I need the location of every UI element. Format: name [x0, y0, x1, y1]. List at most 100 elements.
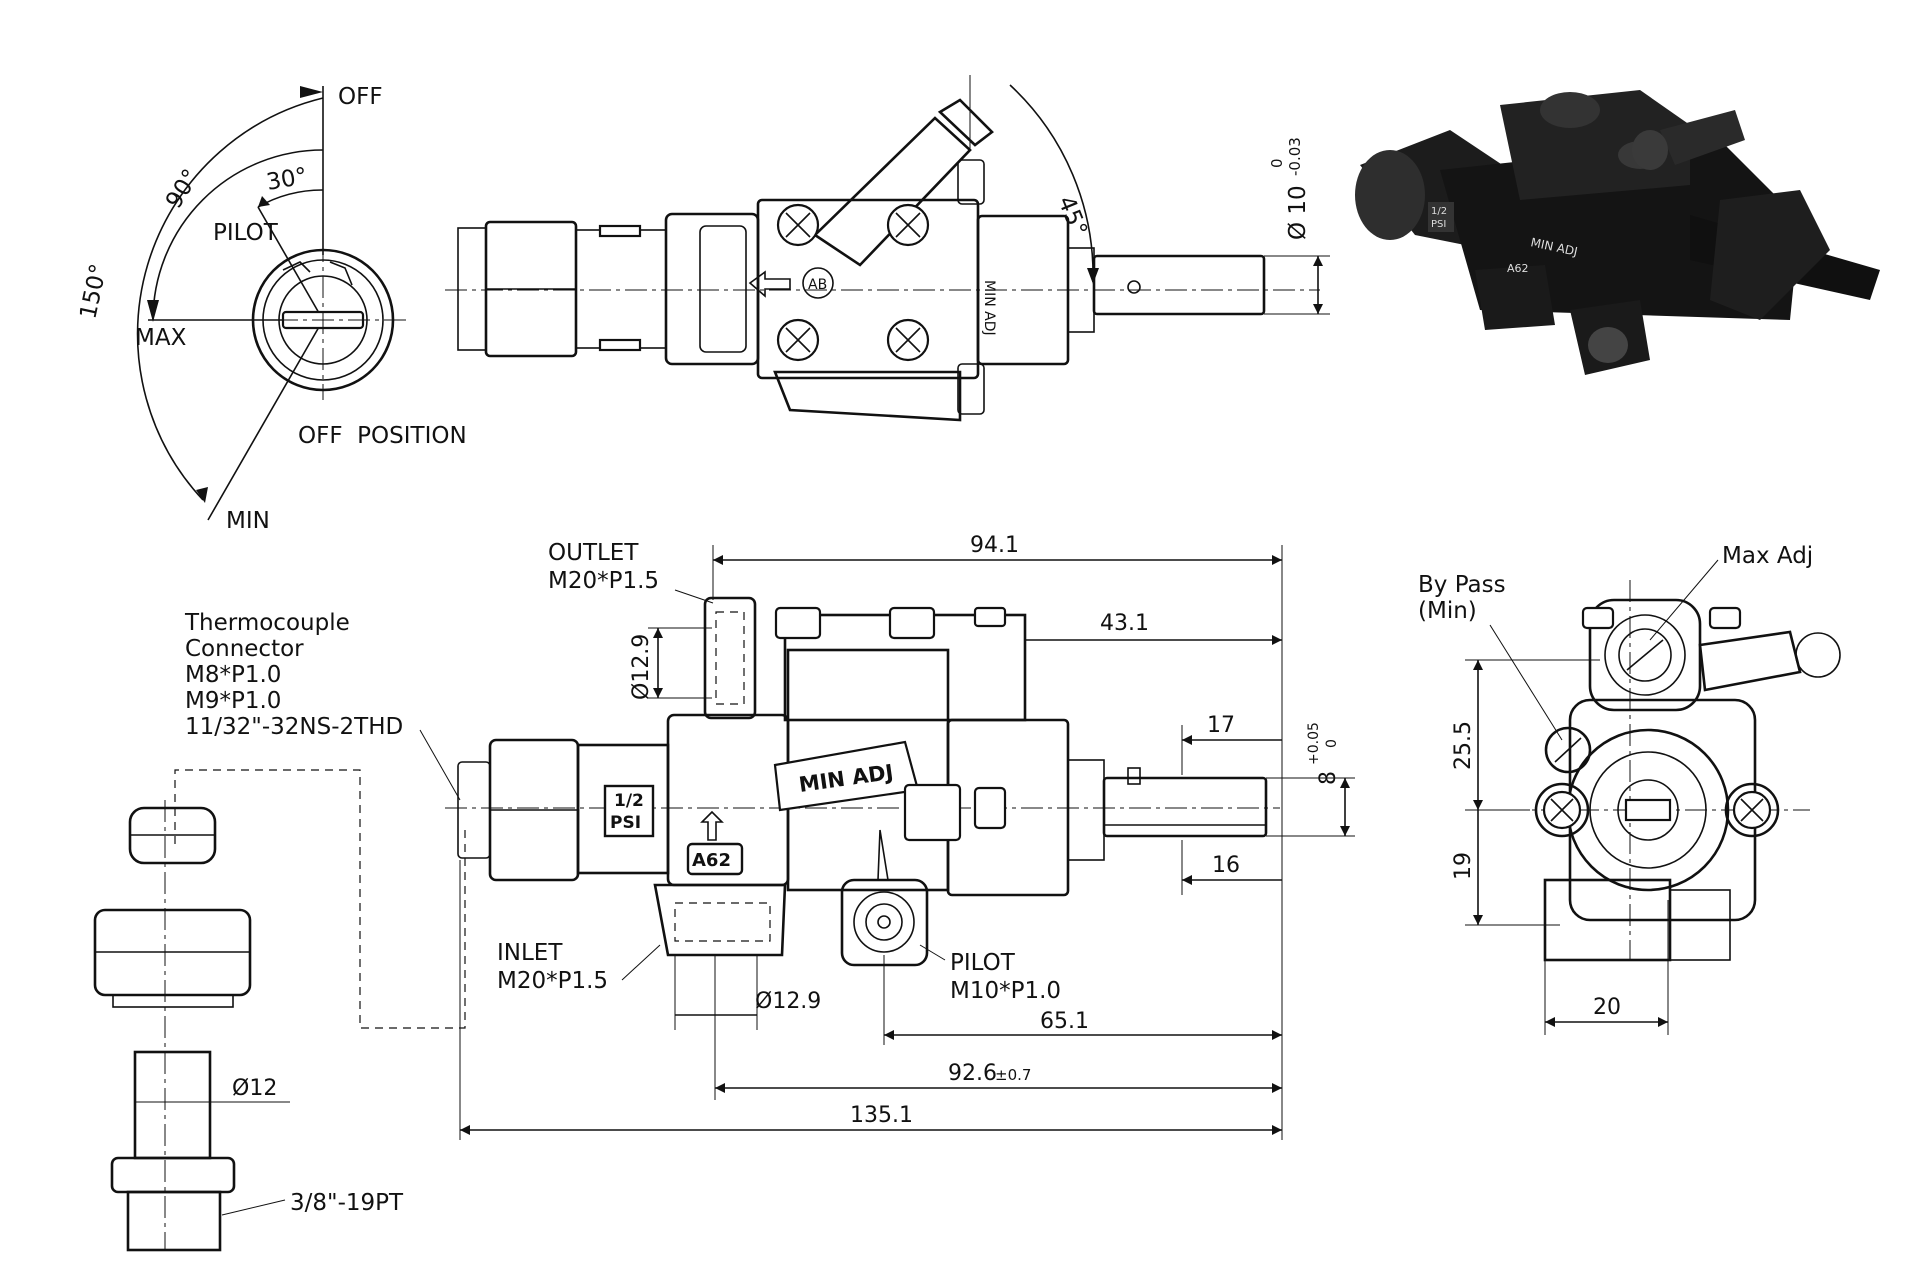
arrow-head	[1272, 1083, 1282, 1093]
valve-top-view: AB MIN ADJ 45° Ø 10 0 -0.03	[445, 75, 1330, 422]
label-thermo-1: Thermocouple	[184, 610, 350, 636]
bonnet-lug	[903, 783, 962, 842]
label-pilot: PILOT	[213, 220, 279, 246]
label-pilot: PILOT	[950, 950, 1016, 976]
top-stud	[774, 606, 822, 640]
iso-screw	[1540, 92, 1600, 128]
dim-8: 8	[1316, 771, 1341, 785]
side-pilot-cap	[1795, 632, 1841, 678]
label-off-position: OFF POSITION	[298, 423, 467, 449]
screw	[776, 318, 820, 362]
dim-8-tol-lower: 0	[1324, 739, 1340, 748]
iso-bonnet	[1710, 190, 1830, 320]
up-arrow-icon	[700, 810, 724, 841]
lug	[1534, 782, 1590, 838]
dim-1351: 135.1	[850, 1103, 913, 1128]
iso-psi-2: PSI	[1431, 219, 1446, 230]
label-pilot-thread: M10*P1.0	[950, 978, 1061, 1004]
label-min: MIN	[226, 508, 270, 534]
iso-nut-face	[1355, 150, 1425, 240]
shaft	[1092, 254, 1266, 316]
arrow-head	[1473, 915, 1483, 925]
label-max-adj: Max Adj	[1722, 543, 1813, 569]
arrow-head	[1313, 304, 1323, 314]
side-stud	[957, 159, 985, 205]
brand-logo-text: AB	[808, 277, 827, 293]
side-base	[1669, 889, 1731, 961]
arrow-head	[1658, 1017, 1668, 1027]
arrow-head	[1182, 735, 1192, 745]
shaft	[1102, 776, 1268, 838]
side-stud	[957, 363, 985, 415]
fitting-thread	[126, 1190, 222, 1252]
arrow-head	[147, 300, 159, 322]
dim-shaft-tol-upper: 0	[1268, 158, 1286, 168]
label-thermo-thread-3: 11/32"-32NS-2THD	[185, 714, 403, 740]
dim-129-outlet: Ø12.9	[629, 634, 654, 700]
lever	[773, 370, 962, 422]
iso-pilot-tube	[1660, 110, 1745, 165]
label-fitting-thread: 3/8"-19PT	[290, 1190, 404, 1216]
nut-collar	[457, 227, 487, 351]
screw	[1732, 790, 1772, 830]
arrow-head	[715, 1083, 725, 1093]
body-label: MIN ADJ	[981, 280, 997, 336]
iso-pilot-hole	[1588, 327, 1628, 363]
pilot-tube	[812, 116, 972, 267]
dim-shaft-tol-lower: -0.03	[1286, 137, 1304, 176]
arrow-head	[1340, 826, 1350, 836]
dim-shaft-dia: Ø 10	[1285, 185, 1311, 240]
label-outlet-thread: M20*P1.5	[548, 568, 659, 594]
body-front	[664, 212, 760, 366]
screw	[886, 318, 930, 362]
thermo-fitting-exploded: Ø12 3/8"-19PT	[93, 800, 404, 1252]
brand-logo-icon	[802, 267, 834, 299]
arrow-head	[1473, 660, 1483, 670]
shaft-end	[1617, 779, 1679, 841]
label-angle-150: 150°	[75, 262, 112, 322]
outlet-bore	[715, 611, 745, 705]
arrow-head	[713, 555, 723, 565]
dim-926-tol: ±0.7	[995, 1066, 1031, 1084]
max-adj-screw	[1618, 628, 1672, 682]
iso-port	[1632, 130, 1668, 170]
label-max: MAX	[135, 325, 187, 351]
inlet-bore	[674, 902, 771, 942]
leader-bypass	[1489, 624, 1563, 741]
label-outlet: OUTLET	[548, 540, 639, 566]
dim-941: 94.1	[970, 533, 1019, 558]
arc-90	[152, 149, 324, 321]
label-inlet: INLET	[497, 940, 563, 966]
valve-isometric-render: 1/2 PSI A62 MIN ADJ	[1355, 90, 1880, 375]
arrow-head	[653, 688, 663, 698]
leader-thermo	[419, 729, 461, 801]
label-thermo-2: Connector	[185, 636, 304, 662]
nut-base	[112, 994, 234, 1008]
arrow-head	[1340, 778, 1350, 788]
max-adj-ring	[1604, 614, 1686, 696]
leader-thread	[221, 1199, 286, 1216]
arrow-head	[1313, 256, 1323, 266]
label-off: OFF	[338, 84, 383, 110]
fitting-hex	[110, 1156, 236, 1194]
arrow-head	[258, 196, 270, 207]
dim-16: 16	[1212, 853, 1240, 878]
screw	[1542, 790, 1582, 830]
arrow-head	[653, 628, 663, 638]
pilot-port-ring	[853, 891, 915, 953]
shaft-pin	[1127, 767, 1141, 785]
valve-front-view: 1/2 PSI A62 MIN ADJ	[174, 533, 1355, 1140]
shaft-hole	[1127, 280, 1141, 294]
arrow-head	[1545, 1017, 1555, 1027]
screw	[886, 203, 930, 247]
label-angle-90: 90°	[161, 165, 205, 213]
neck	[575, 229, 667, 349]
arrow-head	[1473, 800, 1483, 810]
knob-rotation-diagram: OFF PILOT MAX MIN 30° 90° 150° OFF POSIT…	[75, 84, 466, 534]
a62-badge	[686, 842, 744, 876]
psi-badge-top: 1/2	[614, 791, 644, 811]
label-thermo-thread-1: M8*P1.0	[185, 662, 281, 688]
arc-150	[136, 97, 324, 501]
bonnet-ring-inner	[1589, 751, 1707, 869]
